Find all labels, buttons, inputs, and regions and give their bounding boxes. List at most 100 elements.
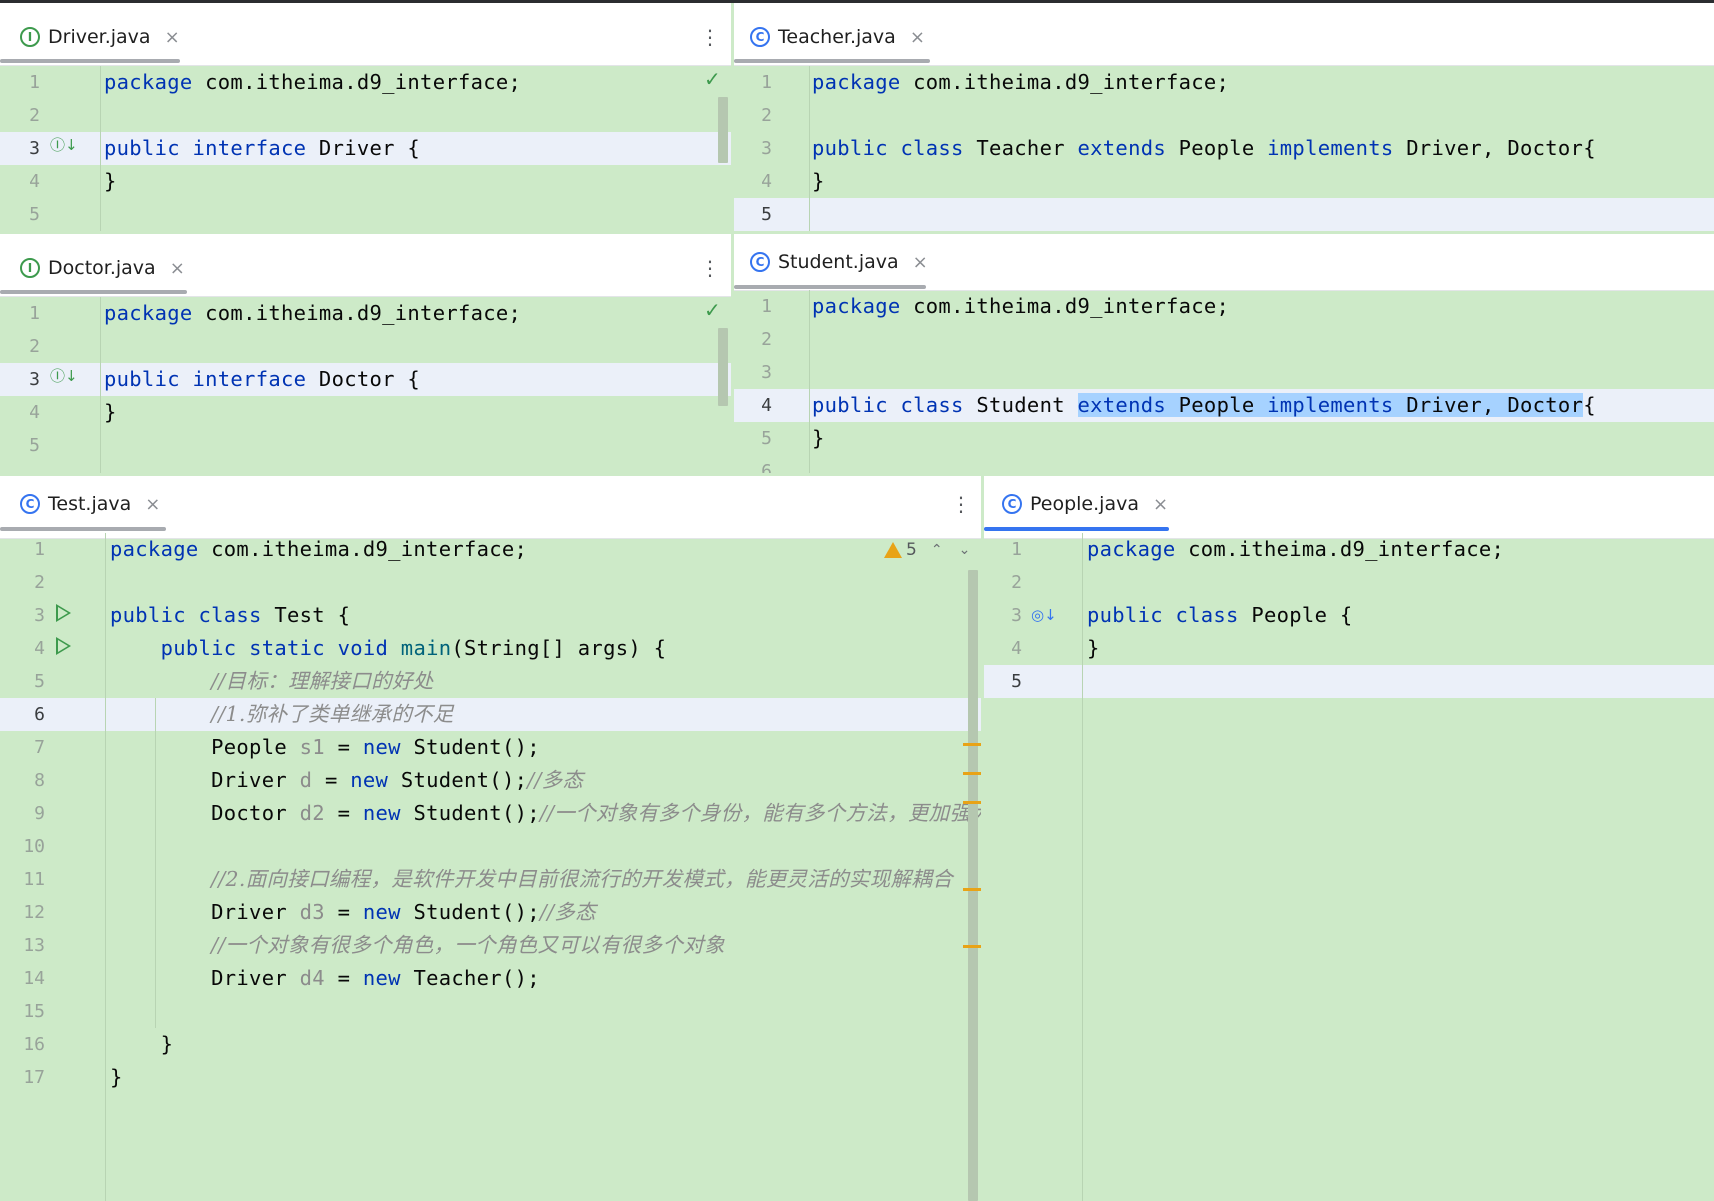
- close-icon[interactable]: ×: [145, 493, 161, 515]
- warning-marker[interactable]: [963, 743, 981, 746]
- code-line[interactable]: 12 Driver d3 = new Student();//多态: [0, 896, 981, 929]
- code-line[interactable]: 5 //目标：理解接口的好处: [0, 665, 981, 698]
- class-icon: C: [20, 494, 40, 514]
- code-line[interactable]: 6: [734, 455, 1714, 473]
- code-line[interactable]: 14 Driver d4 = new Teacher();: [0, 962, 981, 995]
- line-number: 15: [23, 1001, 45, 1022]
- gutter-separator: [1082, 533, 1083, 1201]
- code-line[interactable]: 2: [0, 566, 981, 599]
- code-line[interactable]: 2: [734, 323, 1714, 356]
- line-number: 3: [34, 605, 45, 626]
- warning-marker[interactable]: [963, 772, 981, 775]
- code-line[interactable]: 6 //1.弥补了类单继承的不足: [0, 698, 981, 731]
- code-line[interactable]: 2: [984, 566, 1714, 599]
- checkmark-icon: ✓: [704, 67, 721, 91]
- scrollbar[interactable]: [968, 570, 978, 1201]
- class-icon: C: [750, 27, 770, 47]
- code-line[interactable]: 2: [0, 330, 731, 363]
- code-line[interactable]: 5}: [734, 422, 1714, 455]
- tab-student-java[interactable]: C Student.java ×: [750, 242, 928, 282]
- code-line[interactable]: 7 People s1 = new Student();: [0, 731, 981, 764]
- code-line[interactable]: 11 //2.面向接口编程，是软件开发中目前很流行的开发模式，能更灵活的实现解耦…: [0, 863, 981, 896]
- tab-teacher-java[interactable]: C Teacher.java ×: [750, 17, 925, 57]
- code-line[interactable]: 5: [0, 198, 731, 231]
- scrollbar[interactable]: [718, 97, 728, 163]
- tab-underline: [0, 290, 187, 294]
- code-line[interactable]: 5: [984, 665, 1714, 698]
- tab-test-java[interactable]: C Test.java ×: [20, 484, 160, 524]
- code-line[interactable]: 4}: [984, 632, 1714, 665]
- line-number: 1: [1011, 539, 1022, 560]
- code-line[interactable]: 5: [0, 429, 731, 462]
- tab-bar: C Teacher.java ×: [734, 3, 1714, 66]
- code-line[interactable]: 10: [0, 830, 981, 863]
- code-line[interactable]: 13 //一个对象有很多个角色，一个角色又可以有很多个对象: [0, 929, 981, 962]
- close-icon[interactable]: ×: [1152, 493, 1169, 515]
- code-line[interactable]: 9 Doctor d2 = new Student();//一个对象有多个身份，…: [0, 797, 981, 830]
- code-text: }: [812, 426, 825, 450]
- tab-label: Doctor.java: [48, 257, 156, 279]
- code-line[interactable]: 4}: [734, 165, 1714, 198]
- class-icon: C: [1002, 494, 1022, 514]
- warning-marker[interactable]: [963, 801, 981, 804]
- implementations-gutter-icon[interactable]: Ⓘ↓: [50, 367, 78, 385]
- line-number: 1: [761, 296, 772, 317]
- scrollbar[interactable]: [718, 328, 728, 406]
- code-line[interactable]: 16 }: [0, 1028, 981, 1061]
- code-line[interactable]: 2: [0, 99, 731, 132]
- code-line[interactable]: 15: [0, 995, 981, 1028]
- run-icon[interactable]: [56, 637, 71, 655]
- code-line[interactable]: 4 public static void main(String[] args)…: [0, 632, 981, 665]
- implementations-gutter-icon[interactable]: Ⓘ↓: [50, 136, 78, 154]
- chevron-up-icon[interactable]: ⌃: [930, 542, 943, 558]
- tab-doctor-java[interactable]: I Doctor.java ×: [20, 248, 185, 288]
- code-line[interactable]: 3: [734, 356, 1714, 389]
- code-line[interactable]: 4}: [0, 165, 731, 198]
- chevron-down-icon[interactable]: ⌄: [958, 542, 971, 558]
- more-options-icon[interactable]: ⋮: [700, 25, 720, 49]
- code-line[interactable]: 5: [734, 198, 1714, 231]
- tab-people-java[interactable]: C People.java ×: [1002, 484, 1168, 524]
- code-line[interactable]: 8 Driver d = new Student();//多态: [0, 764, 981, 797]
- code-text: }: [110, 1065, 123, 1089]
- tab-label: Teacher.java: [778, 26, 896, 48]
- warnings-indicator[interactable]: 5 ⌃ ⌄: [884, 540, 970, 560]
- warning-marker[interactable]: [963, 945, 981, 948]
- subclasses-gutter-icon[interactable]: ◎↓: [1031, 606, 1057, 624]
- more-options-icon[interactable]: ⋮: [951, 492, 971, 516]
- tab-driver-java[interactable]: I Driver.java ×: [20, 17, 180, 57]
- close-icon[interactable]: ×: [912, 251, 928, 273]
- warning-marker[interactable]: [963, 888, 981, 891]
- line-number: 12: [23, 902, 45, 923]
- close-icon[interactable]: ×: [164, 26, 180, 48]
- code-line[interactable]: 4}: [0, 396, 731, 429]
- code-text: //目标：理解接口的好处: [211, 669, 434, 693]
- close-icon[interactable]: ×: [909, 26, 925, 48]
- close-icon[interactable]: ×: [169, 257, 185, 279]
- code-text: public class People {: [1087, 603, 1353, 627]
- run-icon[interactable]: [56, 604, 71, 622]
- tab-underline: [0, 527, 166, 531]
- more-options-icon[interactable]: ⋮: [700, 256, 720, 280]
- code-line[interactable]: 2: [734, 99, 1714, 132]
- code-line[interactable]: 17}: [0, 1061, 981, 1094]
